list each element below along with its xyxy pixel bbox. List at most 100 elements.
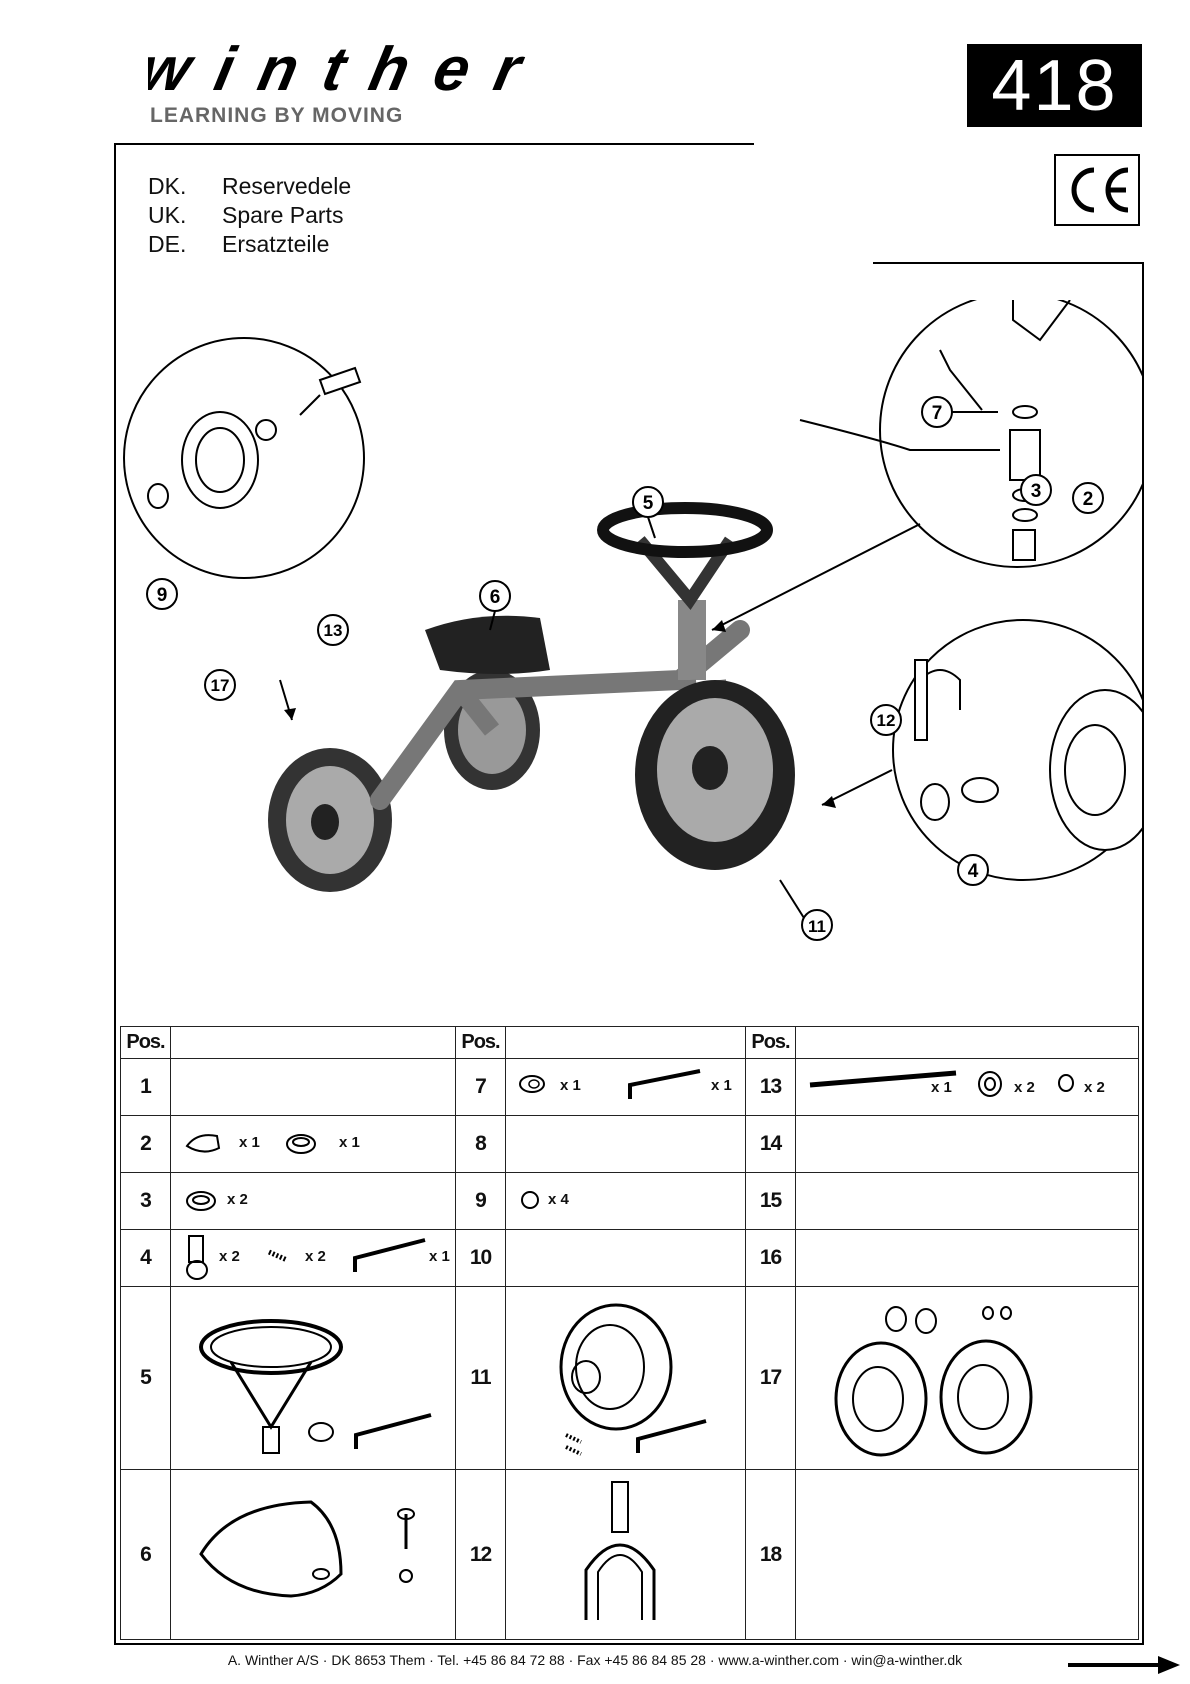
detail-circle-steering [799, 300, 1142, 568]
svg-text:2: 2 [1083, 489, 1094, 510]
axle-rod-icon [809, 1070, 957, 1088]
svg-text:17: 17 [211, 676, 230, 695]
callout-5: 5 [632, 486, 664, 539]
pos-number: 14 [745, 1115, 796, 1173]
language-row: DK.Reservedele [148, 172, 351, 201]
part-cell [795, 1469, 1139, 1640]
svg-text:3: 3 [1031, 481, 1042, 502]
table-row: 3 x 2 9 x 4 15 [120, 1172, 1139, 1230]
table-header-blank [505, 1026, 746, 1059]
part-cell [170, 1469, 456, 1640]
part-cell: x 1 x 1 [505, 1058, 746, 1116]
part-cell: x 1 x 2 x 2 [795, 1058, 1139, 1116]
part-cell [170, 1058, 456, 1116]
quantity-label: x 1 [560, 1077, 581, 1094]
table-header-row: Pos. Pos. Pos. [120, 1026, 1139, 1059]
bearing-cup-icon [286, 1134, 316, 1154]
language-list: DK.Reservedele UK.Spare Parts DE.Ersatzt… [148, 172, 351, 259]
front-fork-part-icon [584, 1481, 656, 1620]
callout-12: 12 [870, 704, 902, 736]
svg-text:winther: winther [148, 40, 528, 100]
part-cell [505, 1286, 746, 1470]
part-cell [505, 1229, 746, 1287]
pos-number: 17 [745, 1286, 796, 1470]
table-header-blank [795, 1026, 1139, 1059]
callout-11: 11 [779, 879, 833, 941]
bearing-ring-icon [186, 1191, 216, 1211]
head-bearing-icon [185, 1134, 221, 1153]
table-row: 4 x 2 x 2 x 1 10 16 [120, 1229, 1139, 1287]
pos-header: Pos. [455, 1026, 506, 1059]
language-code: DE. [148, 231, 187, 257]
part-cell: x 4 [505, 1172, 746, 1230]
svg-text:4: 4 [968, 861, 979, 882]
pos-number: 10 [455, 1229, 506, 1287]
pos-number: 15 [745, 1172, 796, 1230]
part-cell: x 2 x 2 x 1 [170, 1229, 456, 1287]
pos-number: 12 [455, 1469, 506, 1640]
front-wheel-part-icon [559, 1303, 707, 1456]
callout-4: 4 [957, 854, 989, 886]
steering-wheel-part-icon [199, 1319, 432, 1454]
tricycle-illustration [268, 502, 795, 892]
pos-number: 1 [120, 1058, 171, 1116]
table-row: 6 12 18 [120, 1469, 1139, 1640]
pos-number: 9 [455, 1172, 506, 1230]
part-cell [170, 1286, 456, 1470]
language-row: DE. Ersatzteile [148, 230, 351, 259]
frame-line [873, 262, 1144, 264]
callout-6: 6 [479, 580, 511, 631]
callout-17: 17 [204, 669, 236, 701]
quantity-label: x 1 [339, 1134, 360, 1151]
clamp-part-icon [519, 1075, 545, 1093]
part-cell [795, 1115, 1139, 1173]
part-cell [505, 1469, 746, 1640]
quantity-label: x 2 [1014, 1079, 1035, 1096]
allen-key-icon [628, 1069, 701, 1099]
callout-9: 9 [146, 578, 178, 610]
language-text: Spare Parts [222, 202, 344, 228]
quantity-label: x 2 [227, 1191, 248, 1208]
language-text: Ersatzteile [222, 231, 330, 257]
spare-parts-table: Pos. Pos. Pos. 1 7 x 1 x 1 13 x 1 x 2 x … [120, 1026, 1139, 1640]
table-row: 1 7 x 1 x 1 13 x 1 x 2 x 2 [120, 1058, 1139, 1116]
pos-number: 6 [120, 1469, 171, 1640]
callout-13: 13 [317, 614, 349, 646]
next-page-arrow-icon [1068, 1656, 1180, 1674]
frame-line [114, 143, 116, 1645]
quantity-label: x 2 [1084, 1079, 1105, 1096]
detail-circle-rear-wheel [123, 337, 365, 579]
pos-number: 5 [120, 1286, 171, 1470]
svg-text:13: 13 [324, 621, 343, 640]
table-row: 2 x 1 x 1 8 14 [120, 1115, 1139, 1173]
svg-text:11: 11 [808, 917, 826, 936]
language-code: DK. [148, 173, 187, 199]
wheel-cap-icon [978, 1071, 1002, 1097]
table-row: 5 11 17 [120, 1286, 1139, 1470]
svg-text:7: 7 [932, 403, 943, 424]
quantity-label: x 4 [548, 1191, 569, 1208]
model-number: 418 [967, 44, 1142, 127]
callout-2: 2 [1072, 482, 1104, 514]
cap-nut-icon [521, 1191, 539, 1209]
callout-7: 7 [921, 396, 998, 428]
pos-number: 13 [745, 1058, 796, 1116]
frame-line [114, 143, 754, 145]
pos-number: 7 [455, 1058, 506, 1116]
pos-number: 4 [120, 1229, 171, 1287]
pos-header: Pos. [120, 1026, 171, 1059]
part-cell [795, 1172, 1139, 1230]
table-header-blank [170, 1026, 456, 1059]
frame-line [114, 1643, 1144, 1645]
allen-key-icon [353, 1238, 426, 1272]
callout-3: 3 [1020, 474, 1052, 506]
quantity-label: x 1 [711, 1077, 732, 1094]
pos-number: 16 [745, 1229, 796, 1287]
pos-number: 18 [745, 1469, 796, 1640]
pos-number: 3 [120, 1172, 171, 1230]
nut-icon [1058, 1074, 1074, 1092]
seat-part-icon [199, 1500, 415, 1598]
quantity-label: x 2 [219, 1248, 240, 1265]
pos-number: 8 [455, 1115, 506, 1173]
ce-mark [1054, 154, 1140, 226]
